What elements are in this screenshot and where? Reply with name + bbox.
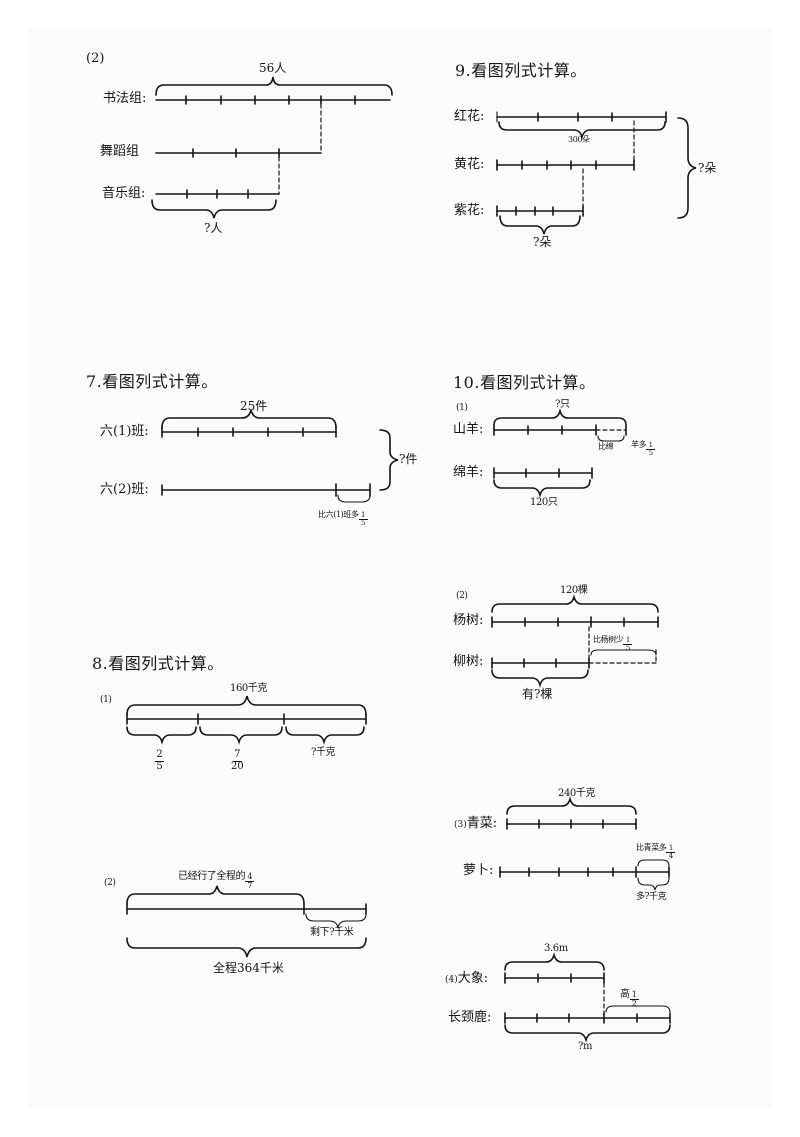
p9-diagram <box>496 111 697 235</box>
p9-row-purple: 紫花: <box>454 203 485 218</box>
p9-heading: 9.看图列式计算。 <box>455 61 587 80</box>
p10-3-row-greens: (3)青菜: <box>454 817 497 830</box>
p9-unknown-purple: ?朵 <box>533 235 552 249</box>
p7-row-class1: 六(1)班: <box>100 424 149 439</box>
p10-4-row-elephant-label: 大象: <box>457 971 489 986</box>
p10-3-amount: 240千克 <box>558 788 596 799</box>
p10-2-amount: 120棵 <box>560 585 588 596</box>
p10-3-unknown: 多?千克 <box>636 892 667 902</box>
p10-4-diagram <box>504 952 671 1043</box>
p10-1-row-goat: 山羊: <box>453 422 484 437</box>
p7-amount: 25件 <box>240 399 268 413</box>
p8-1-total: 160千克 <box>230 683 268 694</box>
p8-2-number: (2) <box>104 878 116 888</box>
p7-note-text: 比六(1)班多 <box>318 510 359 519</box>
p10-4-row-giraffe: 长颈鹿: <box>448 1010 492 1025</box>
p8-2-top-text: 已经行了全程的 <box>178 871 246 882</box>
p10-1-note-a: 比绵 <box>598 442 614 451</box>
p10-2-note-text: 比杨树少 <box>593 635 624 644</box>
p8-2-diagram <box>126 885 367 958</box>
p2-row-music: 音乐组: <box>102 186 146 201</box>
p9-row-red: 红花: <box>454 109 485 124</box>
p2-row-calligraphy: 书法组: <box>103 91 147 106</box>
p10-4-number: (4) <box>445 975 458 985</box>
p2-unknown: ?人 <box>204 221 223 235</box>
brace-music <box>151 199 277 219</box>
p10-1-row-sheep: 绵羊: <box>453 465 484 480</box>
p10-4-note-text: 高 <box>620 989 630 1000</box>
p8-1-diagram <box>126 695 367 745</box>
p8-1-number: (1) <box>100 695 112 705</box>
p7-diagram <box>161 409 399 503</box>
p10-4-row-elephant: (4)大象: <box>445 972 488 985</box>
brace-right-total <box>677 117 697 219</box>
p7-unknown: ?件 <box>399 452 418 466</box>
p2-number: (2) <box>86 51 105 66</box>
p10-1-diagram <box>493 408 627 498</box>
ticks-calligraphy <box>185 95 356 105</box>
brace-total <box>155 76 393 96</box>
p10-2-unknown: 有?棵 <box>522 687 553 701</box>
p10-3-row-radish: 萝卜: <box>463 863 494 878</box>
p8-2-remain: 剩下?千米 <box>310 927 354 938</box>
p9-row-yellow: 黄花: <box>454 157 485 172</box>
p8-1-frac-b-den: 20 <box>231 760 244 772</box>
p10-1-note-b-text: 羊多 <box>631 440 647 449</box>
p10-3-note-text: 比青菜多 <box>636 843 667 852</box>
p10-1-number: (1) <box>456 403 468 413</box>
p8-1-frac-a-den: 5 <box>156 760 163 772</box>
p10-2-number: (2) <box>456 591 468 601</box>
p8-heading: 8.看图列式计算。 <box>92 654 224 673</box>
p10-4-amount: 3.6m <box>544 943 568 954</box>
p10-3-number: (3) <box>454 820 467 830</box>
p10-3-diagram <box>499 796 670 891</box>
p10-heading: 10.看图列式计算。 <box>453 373 596 392</box>
p8-1-frac-b-num: 7 <box>234 749 241 760</box>
p10-2-row-willow: 柳树: <box>453 654 484 669</box>
p10-1-amount: 120只 <box>530 497 558 508</box>
p10-3-row-greens-label: 青菜: <box>466 816 498 831</box>
p8-2-whole: 全程364千米 <box>213 961 284 975</box>
p8-1-frac-a-num: 2 <box>156 749 163 760</box>
p9-unknown-total: ?朵 <box>698 161 717 175</box>
p10-2-row-poplar: 杨树: <box>453 613 484 628</box>
p8-1-unknown: ?千克 <box>311 747 336 758</box>
p10-1-unknown: ?只 <box>555 399 570 410</box>
p10-2-diagram <box>491 594 659 688</box>
p2-total: 56人 <box>259 61 287 75</box>
p2-row-dance: 舞蹈组 <box>100 144 140 159</box>
p7-row-class2: 六(2)班: <box>100 482 149 497</box>
p7-heading: 7.看图列式计算。 <box>86 372 218 391</box>
p10-4-unknown: ?m <box>578 1041 593 1052</box>
p9-amount: 300朵 <box>568 135 590 144</box>
p2-left-diagram <box>151 76 393 219</box>
